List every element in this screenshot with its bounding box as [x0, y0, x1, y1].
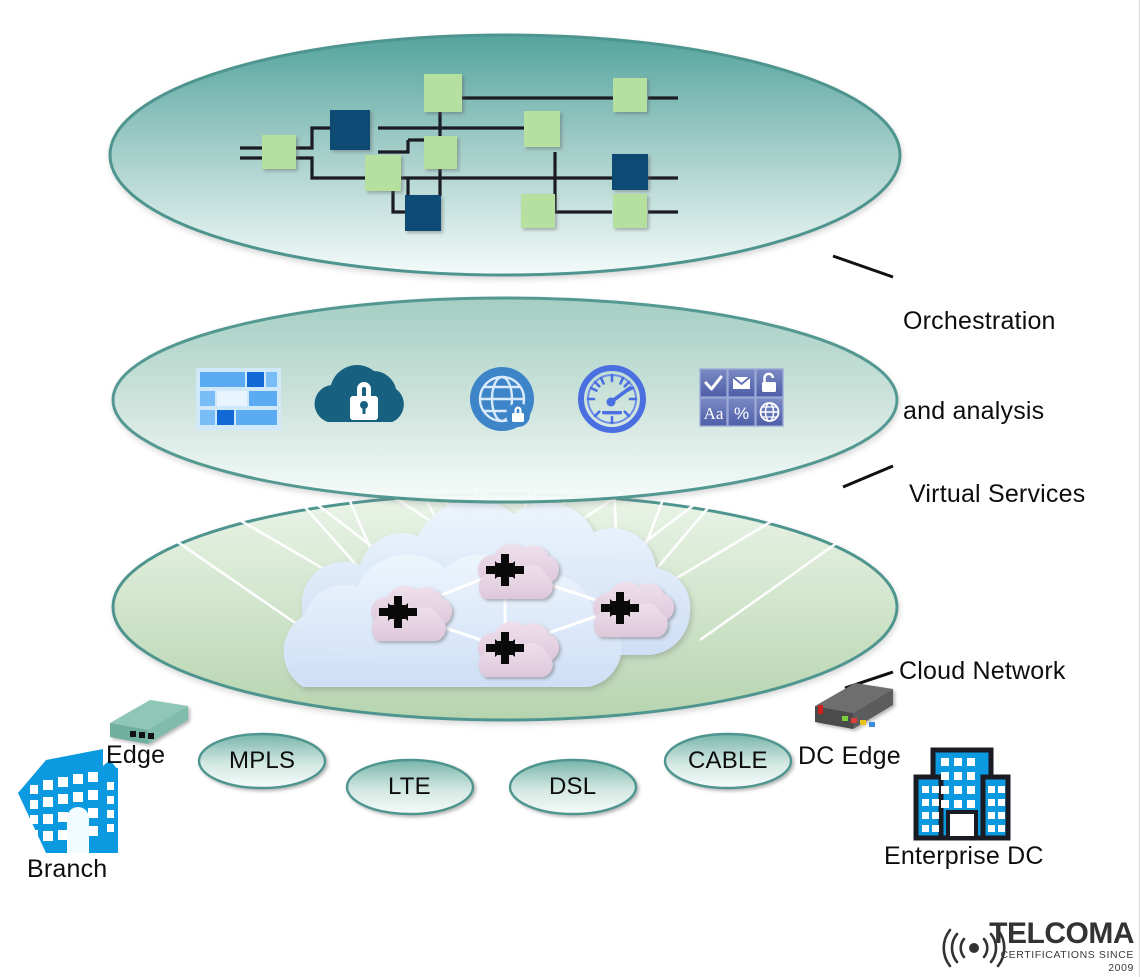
dc-edge-label: DC Edge [798, 742, 901, 770]
router-arrows-icon [486, 554, 524, 586]
tile-envelope [727, 368, 756, 398]
orchestration-node-green-5[interactable] [524, 111, 560, 147]
orchestration-leader-line [832, 254, 894, 279]
branch-building-icon[interactable] [18, 749, 118, 853]
tile-globe [755, 397, 784, 427]
cloud-router-bottom[interactable] [477, 621, 560, 677]
enterprise-dc-label: Enterprise DC [884, 842, 1044, 870]
transport-label-mpls[interactable]: MPLS [229, 747, 296, 774]
virtual-firewall-icon[interactable] [196, 368, 281, 430]
orchestration-node-green-1[interactable] [262, 135, 296, 169]
transport-pill-cable[interactable] [663, 732, 793, 790]
transport-pills[interactable] [197, 732, 793, 816]
edge-device-icon[interactable] [110, 700, 188, 744]
orchestration-node-navy-3[interactable] [612, 154, 648, 190]
virtual-services-leader-line [842, 464, 894, 489]
orchestration-node-green-3[interactable] [424, 136, 457, 169]
virtual-services-layer-label: Virtual Services [909, 480, 1086, 508]
layer-cloud-network[interactable] [111, 442, 899, 722]
logo-tagline: CERTIFICATIONS SINCE 2009 [1000, 949, 1134, 974]
telcoma-logo: TELCOMA CERTIFICATIONS SINCE 2009 [944, 919, 1134, 975]
logo-text-block: TELCOMA CERTIFICATIONS SINCE 2009 [989, 919, 1134, 975]
application-services-icon[interactable]: Aa % [699, 368, 784, 427]
dc-edge-power-led [818, 705, 823, 714]
enterprise-dc-windows [922, 758, 1005, 832]
orchestration-node-green-7[interactable] [521, 194, 555, 228]
transport-pill-mpls[interactable] [197, 732, 327, 790]
enterprise-dc-building-icon[interactable] [913, 747, 1011, 841]
transport-label-cable[interactable]: CABLE [688, 747, 768, 774]
tile-open-padlock [755, 368, 784, 398]
tile-checkmark [699, 368, 728, 398]
orchestration-node-green-4[interactable] [365, 155, 401, 191]
transport-label-dsl[interactable]: DSL [549, 773, 597, 800]
wan-optimization-icon[interactable] [578, 365, 646, 433]
logo-name: TELCOMA [989, 917, 1134, 950]
edge-led-lights [130, 731, 154, 739]
branch-label: Branch [27, 855, 108, 883]
layer-orchestration[interactable] [108, 33, 902, 279]
orchestration-ellipse [108, 33, 902, 277]
cloud-router-top[interactable] [477, 543, 560, 599]
router-arrows-icon [379, 596, 417, 628]
orchestration-node-green-6[interactable] [613, 78, 647, 112]
signal-waves-icon [942, 928, 1006, 968]
layer-virtual-services[interactable]: Aa % [111, 296, 899, 504]
tile-typography: Aa [699, 397, 728, 427]
cloud-router-right[interactable] [592, 581, 675, 637]
orchestration-layer-label: Orchestration and analysis [903, 307, 1056, 425]
transport-pill-lte[interactable] [345, 758, 475, 816]
svg-text:%: % [734, 404, 749, 423]
transport-label-lte[interactable]: LTE [388, 773, 431, 800]
secure-cloud-icon[interactable] [314, 365, 404, 422]
padlock-icon [350, 382, 378, 420]
small-padlock-icon [506, 403, 530, 427]
tile-percent: % [727, 397, 756, 427]
edge-label: Edge [106, 741, 166, 769]
cloud-network-layer-label: Cloud Network [899, 657, 1066, 685]
router-arrows-icon [601, 592, 639, 624]
dc-edge-device-icon[interactable] [815, 683, 893, 729]
enterprise-dc-entrance [946, 810, 978, 840]
transport-pill-dsl[interactable] [508, 758, 638, 816]
orchestration-node-navy-1[interactable] [330, 110, 370, 150]
dc-edge-led-lights [842, 716, 875, 727]
orchestration-node-navy-2[interactable] [405, 195, 441, 231]
orchestration-node-green-8[interactable] [613, 194, 647, 228]
branch-entrance [67, 807, 89, 853]
cloud-router-left[interactable] [370, 585, 453, 641]
svg-text:Aa: Aa [704, 404, 724, 423]
orchestration-node-green-2[interactable] [424, 74, 462, 112]
router-arrows-icon [486, 632, 524, 664]
secure-web-gateway-icon[interactable] [470, 367, 534, 431]
